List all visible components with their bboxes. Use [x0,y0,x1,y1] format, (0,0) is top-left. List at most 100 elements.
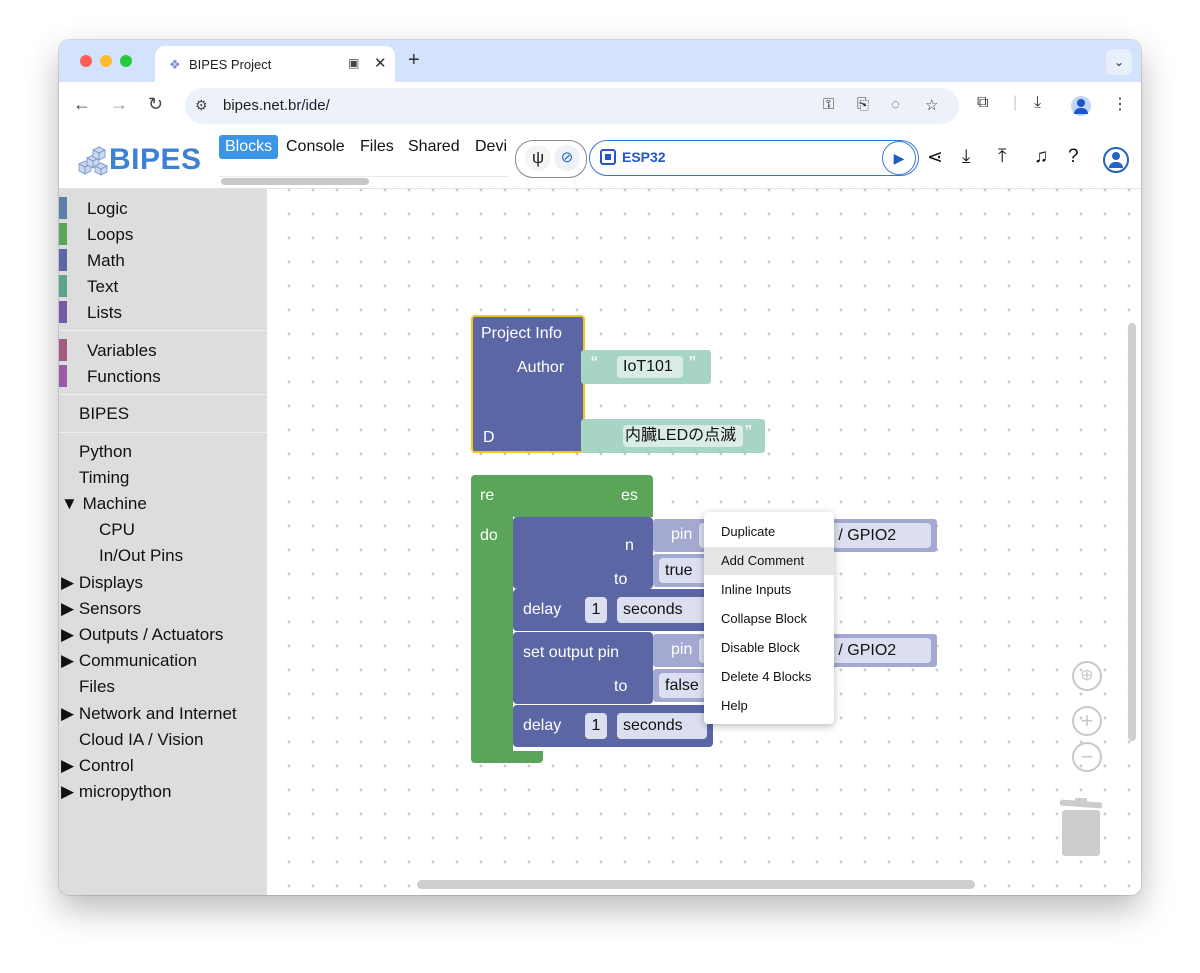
category-color-bar [59,301,67,323]
menu-item-collapse-block[interactable]: Collapse Block [704,605,834,633]
recenter-icon[interactable]: ⊕ [1072,661,1102,691]
delay-label: delay [523,717,562,734]
category-outputs-actuators[interactable]: ▶ Outputs / Actuators [61,625,223,645]
delay-unit-dropdown[interactable]: seconds [617,713,707,739]
url-text[interactable]: bipes.net.br/ide/ [223,97,330,114]
category-label: Control [78,756,134,775]
account-icon[interactable] [1103,147,1129,173]
menu-item-label: Inline Inputs [721,582,792,597]
category-label: Network and Internet [78,704,237,723]
new-tab-icon[interactable]: + [408,49,420,71]
download-icon[interactable]: ⤓ [1034,94,1042,111]
device-selector[interactable]: ESP32 ▶ [589,140,919,176]
category-cpu[interactable]: CPU [99,520,135,539]
category-label: Lists [87,303,122,322]
bookmark-star-icon[interactable]: ☆ [925,97,939,114]
extensions-icon[interactable]: ⧉ [977,94,989,111]
zoom-in-icon[interactable]: + [1072,706,1102,736]
tab-blocks[interactable]: Blocks [219,135,279,159]
eye-off-icon[interactable]: ◌ [891,96,900,113]
close-window-button[interactable] [80,55,92,67]
category-label: Displays [78,573,144,592]
upload-icon[interactable]: ⤒ [998,146,1007,167]
connection-toggle: ψ ⊘ [515,140,587,178]
menu-icon[interactable]: ⋮ [1112,96,1128,113]
category-micropython[interactable]: ▶ micropython [61,782,171,802]
horizontal-scrollbar[interactable] [417,880,975,889]
tab-console[interactable]: Console [286,138,345,155]
category-inout-pins[interactable]: In/Out Pins [99,546,184,565]
disconnected-plug-icon[interactable]: ⊘ [554,145,580,171]
toolbox-separator [59,330,267,331]
tab-shared[interactable]: Shared [408,138,460,155]
set-output-label: n [625,537,634,554]
author-text-block[interactable]: “ IoT101 ” [581,350,711,384]
description-value-field[interactable]: 内臓LEDの点滅 [623,425,743,447]
bell-icon[interactable]: ♫ [1034,146,1049,167]
delay-unit-dropdown[interactable]: seconds [617,597,707,623]
browser-tab[interactable]: ❖ BIPES Project ▣ ✕ [155,46,395,82]
author-value-field[interactable]: IoT101 [617,356,683,378]
address-bar[interactable]: ⚙ bipes.net.br/ide/ ⚿ ⎘ ◌ ☆ [185,88,959,124]
category-machine[interactable]: ▼ Machine [61,494,147,514]
category-control[interactable]: ▶ Control [61,756,134,776]
download-icon[interactable]: ⤓ [962,146,971,167]
bipes-cubes-icon [78,146,108,176]
vertical-scrollbar[interactable] [1128,323,1136,741]
trash-icon[interactable] [1058,798,1104,858]
menu-item-label: Duplicate [721,524,776,539]
reload-icon[interactable]: ↻ [148,94,164,114]
category-sensors[interactable]: ▶ Sensors [61,599,141,619]
set-output-pin-block[interactable]: n to [513,517,653,589]
install-app-icon[interactable]: ⎘ [857,96,870,113]
menu-item-duplicate[interactable]: Duplicate [704,518,834,546]
repeat-block[interactable]: re es [471,475,653,517]
play-icon[interactable]: ▶ [882,141,916,175]
menu-item-help[interactable]: Help [704,692,834,720]
set-output-pin-block[interactable]: set output pin to [513,632,653,704]
menu-item-label: Delete 4 Blocks [721,669,812,684]
forward-icon[interactable]: → [110,94,128,114]
tab-media-icon[interactable]: ▣ [348,56,360,70]
category-files[interactable]: Files [79,677,115,696]
category-cloud-ia-vision[interactable]: Cloud IA / Vision [79,730,204,749]
category-displays[interactable]: ▶ Displays [61,573,143,593]
project-info-block[interactable]: Project Info Author D [471,315,585,453]
menu-item-disable-block[interactable]: Disable Block [704,634,834,662]
menu-item-inline-inputs[interactable]: Inline Inputs [704,576,834,604]
maximize-window-button[interactable] [120,55,132,67]
blocks-workspace[interactable]: Project Info Author D “ IoT101 ” 内臓LEDの点… [267,189,1141,895]
category-color-bar [59,339,67,361]
menu-item-delete-blocks[interactable]: Delete 4 Blocks [704,663,834,691]
zoom-out-icon[interactable]: − [1072,742,1102,772]
tabs-scrollbar[interactable] [221,178,369,185]
tab-devices[interactable]: Devi [475,138,508,155]
tab-close-icon[interactable]: ✕ [374,55,387,72]
boolean-dropdown[interactable]: true [659,558,711,583]
collapsed-triangle-icon: ▶ [61,573,75,592]
category-python[interactable]: Python [79,442,132,461]
password-key-icon[interactable]: ⚿ [823,96,835,113]
description-text-block[interactable]: 内臓LEDの点滅 ” [581,419,765,453]
help-icon[interactable]: ? [1068,146,1079,167]
menu-item-add-comment[interactable]: Add Comment [704,547,834,575]
delay-amount-field[interactable]: 1 [585,597,607,623]
category-label: Text [87,277,119,296]
share-icon[interactable]: ⋖ [927,147,943,168]
category-label: Logic [87,199,128,218]
category-timing[interactable]: Timing [79,468,130,487]
category-communication[interactable]: ▶ Communication [61,651,197,671]
expanded-triangle-icon: ▼ [61,494,78,513]
tab-files[interactable]: Files [360,138,394,155]
category-bipes[interactable]: BIPES [79,404,130,423]
tab-search-icon[interactable]: ⌄ [1106,49,1132,75]
delay-block[interactable]: delay 1 seconds [513,705,713,747]
delay-amount-field[interactable]: 1 [585,713,607,739]
category-network-internet[interactable]: ▶ Network and Internet [61,704,237,724]
site-settings-icon[interactable]: ⚙ [195,97,208,113]
profile-icon[interactable] [1071,96,1091,116]
back-icon[interactable]: ← [73,94,91,114]
delay-block[interactable]: delay 1 seconds [513,589,713,631]
minimize-window-button[interactable] [100,55,112,67]
usb-icon[interactable]: ψ [525,145,551,171]
